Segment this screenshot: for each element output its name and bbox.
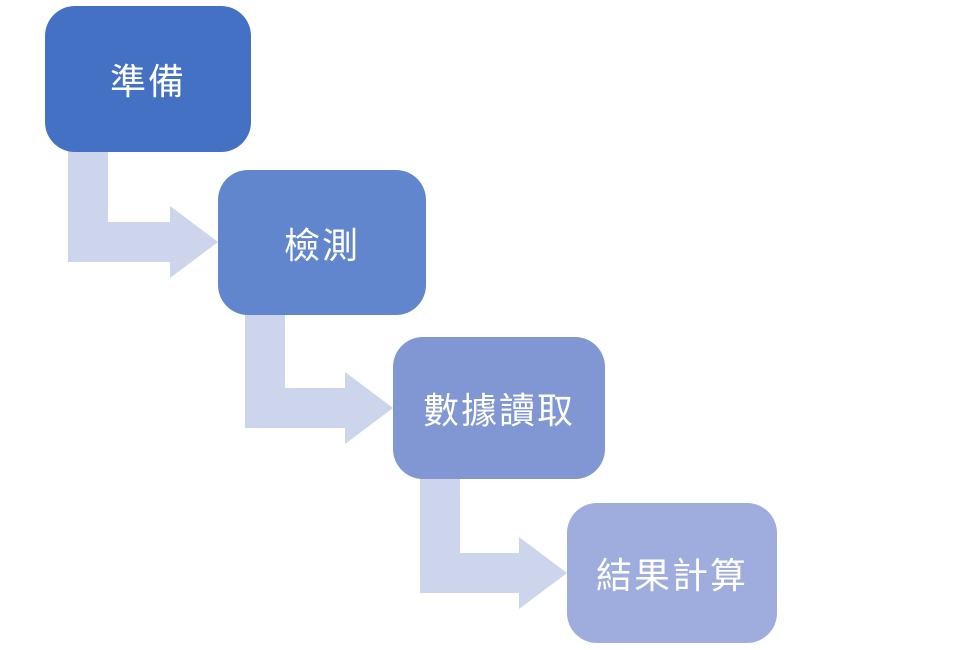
step-box-detection: 檢測 bbox=[218, 170, 426, 315]
step-label: 數據讀取 bbox=[422, 390, 575, 431]
step-box-data-reading: 數據讀取 bbox=[393, 337, 605, 479]
elbow-arrow-2 bbox=[245, 300, 393, 444]
step-label: 準備 bbox=[109, 61, 186, 102]
step-box-result-calculation: 結果計算 bbox=[567, 503, 777, 643]
step-label: 結果計算 bbox=[595, 555, 748, 596]
elbow-arrow-3 bbox=[420, 465, 567, 609]
step-box-preparation: 準備 bbox=[45, 6, 251, 152]
step-label: 檢測 bbox=[283, 224, 360, 266]
elbow-arrow-1 bbox=[68, 140, 218, 278]
